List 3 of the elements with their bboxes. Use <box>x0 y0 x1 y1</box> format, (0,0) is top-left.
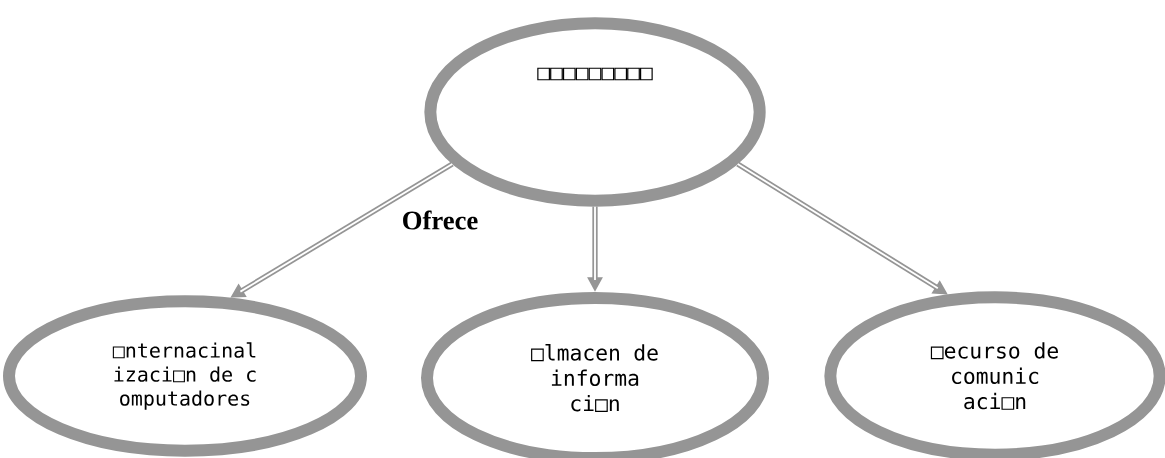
label-text: Ofrece <box>403 210 478 230</box>
ellipse-node: □□□□□□□□□ <box>424 17 766 207</box>
ellipse-node: □nternacinal izaci□n de c omputadores <box>3 295 367 457</box>
